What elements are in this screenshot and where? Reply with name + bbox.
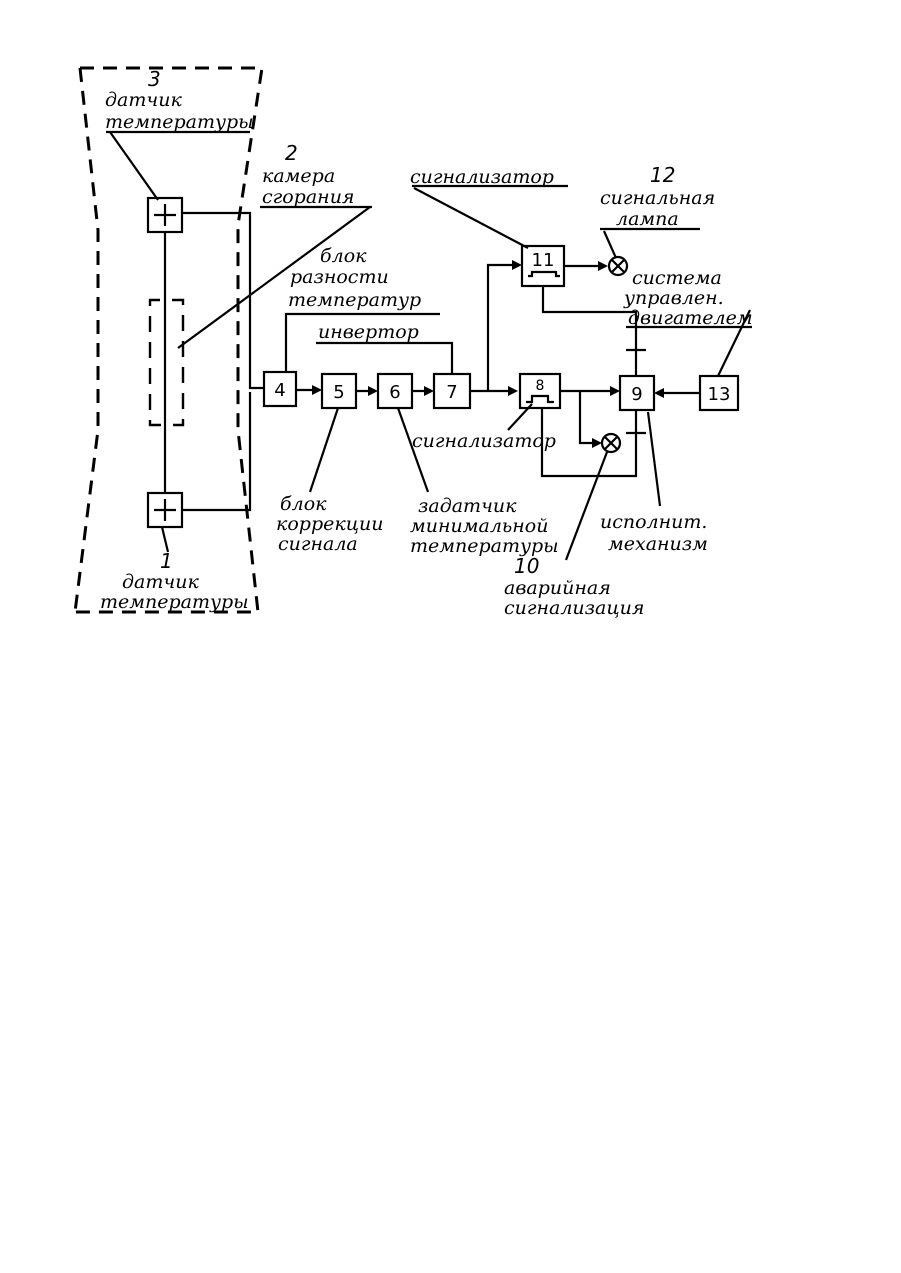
wire-8-to-alarm <box>580 391 598 443</box>
label-diff-line2: разности <box>290 266 389 288</box>
label-diff-line1: блок <box>320 245 367 267</box>
chamber-inner-left <box>150 300 162 425</box>
label-inverter: инвертор <box>318 321 419 343</box>
chamber-outline-right <box>75 68 262 612</box>
wire-7-to-11 <box>488 265 518 391</box>
svg-text:8: 8 <box>536 378 545 394</box>
label-corr-line1: блок <box>280 493 327 515</box>
leader-corr <box>310 408 338 492</box>
label-lamp-line2: лампа <box>616 208 679 230</box>
chamber-outline-left <box>75 68 98 612</box>
label-signal-mid: сигнализатор <box>412 430 556 452</box>
leader-alarm <box>566 452 607 560</box>
block-9: 9 <box>620 376 654 410</box>
sensor-3-box <box>148 198 182 232</box>
label-number-3: 3 <box>148 67 161 91</box>
label-number-12: 12 <box>650 163 675 187</box>
label-chamber-line2: сгорания <box>262 186 355 208</box>
label-setter-line1: задатчик <box>418 495 517 517</box>
svg-text:5: 5 <box>333 382 344 403</box>
label-diff-line3: температур <box>288 289 421 311</box>
svg-text:6: 6 <box>389 382 400 403</box>
block-13: 13 <box>700 376 738 410</box>
leader-signal-top <box>414 188 528 248</box>
label-corr-line3: сигнала <box>278 533 358 555</box>
sensor-1-box <box>148 493 182 527</box>
svg-text:11: 11 <box>532 250 555 271</box>
label-number-2: 2 <box>285 141 298 165</box>
label-sensor3-line2: температуры <box>105 111 254 133</box>
label-sensor3-line1: датчик <box>105 89 182 111</box>
wire-sensor1-to-4 <box>182 392 250 510</box>
svg-text:4: 4 <box>274 380 285 401</box>
label-sensor1-line2: температуры <box>100 591 249 613</box>
alarm-10-icon <box>602 434 620 452</box>
block-11: 11 <box>522 246 564 286</box>
label-actuator-line1: исполнит. <box>600 511 707 533</box>
label-engine-line3: двигателем <box>628 307 753 329</box>
block-8: 8 <box>520 374 560 408</box>
leader-sensor3 <box>110 132 158 200</box>
label-number-1: 1 <box>160 549 173 573</box>
block-5: 5 <box>322 374 356 408</box>
svg-text:13: 13 <box>708 384 731 405</box>
label-signal-top: сигнализатор <box>410 166 554 188</box>
leader-actuator <box>648 412 660 506</box>
wire-11-to-9 <box>543 286 636 350</box>
label-chamber-line1: камера <box>262 165 335 187</box>
label-actuator-line2: механизм <box>608 533 708 555</box>
leader-lamp <box>604 231 616 258</box>
block-4: 4 <box>264 372 296 406</box>
label-corr-line2: коррекции <box>276 513 383 535</box>
label-sensor1-line1: датчик <box>122 571 199 593</box>
chamber-inner-right <box>172 300 183 425</box>
block-7: 7 <box>434 374 470 408</box>
svg-text:9: 9 <box>631 384 642 405</box>
wire-sensor3-to-4 <box>182 213 264 388</box>
label-engine-line2: управлен. <box>623 287 724 309</box>
lamp-12-icon <box>609 257 627 275</box>
label-number-10: 10 <box>514 554 539 578</box>
svg-text:7: 7 <box>446 382 457 403</box>
label-alarm-line2: сигнализация <box>504 597 644 619</box>
label-engine-line1: система <box>632 267 722 289</box>
block-6: 6 <box>378 374 412 408</box>
label-lamp-line1: сигнальная <box>600 187 715 209</box>
leader-inverter <box>316 343 452 374</box>
label-setter-line2: минимальной <box>410 515 548 537</box>
label-alarm-line1: аварийная <box>504 577 611 599</box>
